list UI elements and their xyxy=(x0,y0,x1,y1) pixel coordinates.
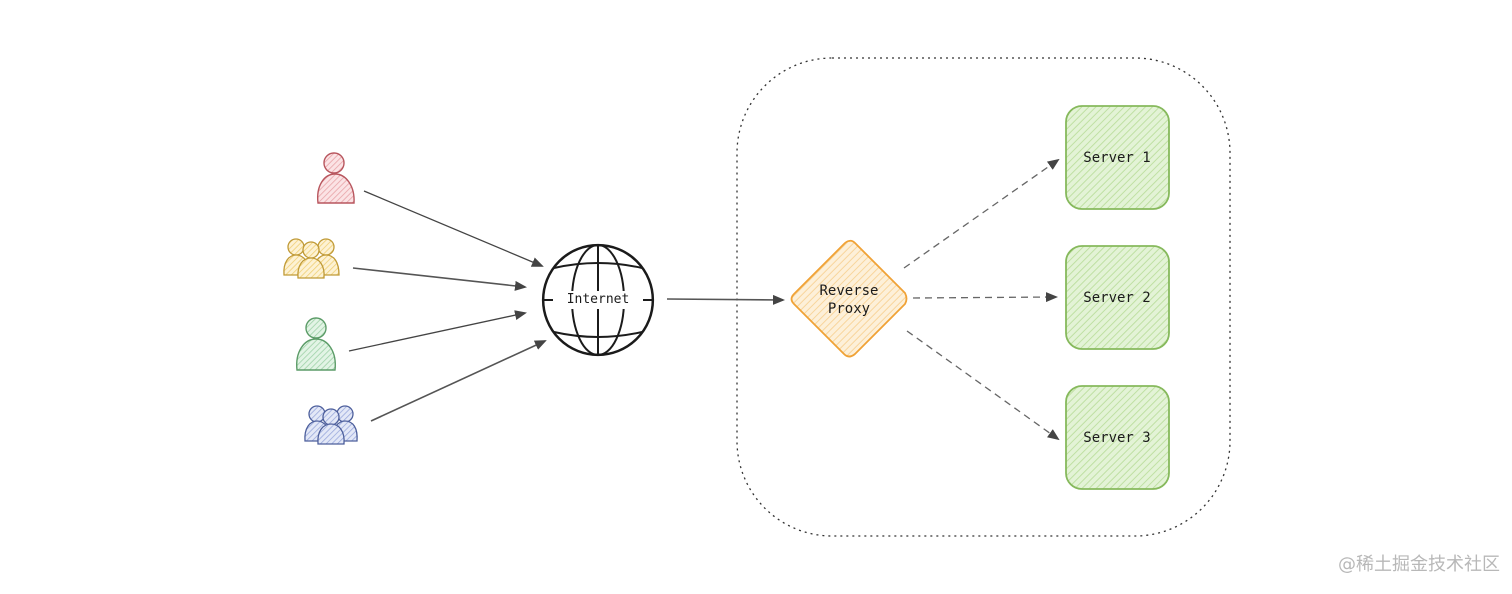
server-node-3 xyxy=(1065,385,1170,490)
arrow-proxy-server1 xyxy=(903,158,1060,269)
arrow-user2-internet xyxy=(352,267,527,291)
arrow-user3-internet xyxy=(348,310,527,352)
arrow-proxy-server3 xyxy=(906,330,1060,441)
arrow-user1-internet xyxy=(363,190,544,267)
user-icon-red xyxy=(317,152,355,204)
internet-label: Internet xyxy=(553,291,643,309)
server-1-label: Server 1 xyxy=(1083,150,1151,166)
arrow-user4-internet xyxy=(370,340,547,422)
arrow-proxy-server2 xyxy=(912,292,1058,303)
user-group-icon-blue xyxy=(304,405,358,445)
arrow-internet-proxy xyxy=(666,294,785,305)
user-icon-green xyxy=(296,317,336,371)
watermark: @稀土掘金技术社区 xyxy=(1338,554,1500,575)
reverse-proxy-label: Reverse Proxy xyxy=(819,283,879,317)
user-group-icon-yellow xyxy=(283,238,340,279)
server-3-label: Server 3 xyxy=(1083,430,1151,446)
server-node-2 xyxy=(1065,245,1170,350)
reverse-proxy-node xyxy=(790,239,908,358)
server-cluster-boundary xyxy=(736,57,1231,537)
server-2-label: Server 2 xyxy=(1083,290,1151,306)
server-node-1 xyxy=(1065,105,1170,210)
